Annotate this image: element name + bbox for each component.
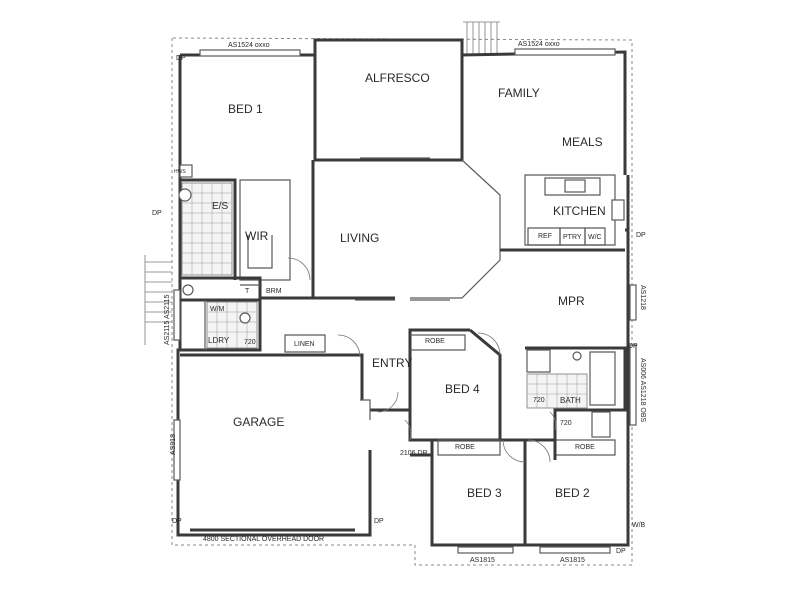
fixtures [178,164,625,438]
room-label-bath: BATH [560,396,581,405]
downpipe-label-5: DP [636,232,646,239]
fixture-label-wb: W/B [632,522,646,529]
door-label-720-bath: 720 [533,397,545,404]
room-label-entry: ENTRY [372,356,413,370]
door-label-2106: 2106 DR [400,450,428,457]
window-label-bottom-left: AS1815 [470,557,495,564]
window-label-left-2: AS918 [170,433,177,455]
fixture-label-ref: REF [538,233,552,240]
sliding-doors [355,157,450,301]
room-label-meals: MEALS [562,135,603,149]
laundry-tiles [206,301,258,349]
room-label-mpr: MPR [558,294,585,308]
bath-tiles [526,373,588,409]
room-label-ensuite: E/S [212,201,229,212]
fixture-label-robe-bed3: ROBE [455,444,475,451]
downpipe-label-7: DP [616,548,626,555]
fixture-label-hws: HWS [174,169,186,175]
downpipe-label-1: DP [176,55,186,62]
room-label-brm: BRM [266,288,282,295]
fixture-label-wm: W/M [210,306,225,313]
window-label-bottom-right: AS1815 [560,557,585,564]
room-label-toilet: T [245,288,250,295]
door-label-720-wc: 720 [560,420,572,427]
room-label-laundry: LDRY [208,336,230,345]
room-label-kitchen: KITCHEN [553,204,606,218]
room-label-garage: GARAGE [233,415,285,429]
room-label-living: LIVING [340,231,380,245]
room-label-bed4: BED 4 [445,382,480,396]
windows [173,48,637,554]
stair-left [144,255,172,345]
fixture-label-pantry: PTRY [563,234,582,241]
eaves-line [171,37,633,566]
stair-top [463,21,500,55]
room-label-bed3: BED 3 [467,486,502,500]
room-label-family: FAMILY [498,86,540,100]
room-label-alfresco: ALFRESCO [365,71,430,85]
room-label-bed1: BED 1 [228,102,263,116]
fixture-label-robe-bed4: ROBE [425,338,445,345]
window-label-top-right: AS1524 oxxo [518,41,560,48]
interior-walls [180,55,627,545]
garage-door-label: 4800 SECTIONAL OVERHEAD DOOR [203,536,325,543]
window-label-right-mpr: AS1218 [639,285,646,310]
downpipe-label-3: DP [172,518,182,525]
door-swings [287,257,557,463]
fixture-label-robe-bed2: ROBE [575,444,595,451]
window-label-top-left: AS1524 oxxo [228,42,270,49]
fixture-label-wc: W/C [588,234,602,241]
room-label-wir: WIR [245,229,269,243]
room-label-linen: LINEN [294,341,315,348]
window-label-right-bath: AS006 AS1218 OBS [639,358,646,423]
downpipe-label-6: DP [628,343,638,350]
window-label-left-1: AS2115 AS2115 [164,294,171,345]
door-label-720-ldry: 720 [244,339,256,346]
room-label-bed2: BED 2 [555,486,590,500]
downpipe-label-2: DP [152,210,162,217]
downpipe-label-4: DP [374,518,384,525]
